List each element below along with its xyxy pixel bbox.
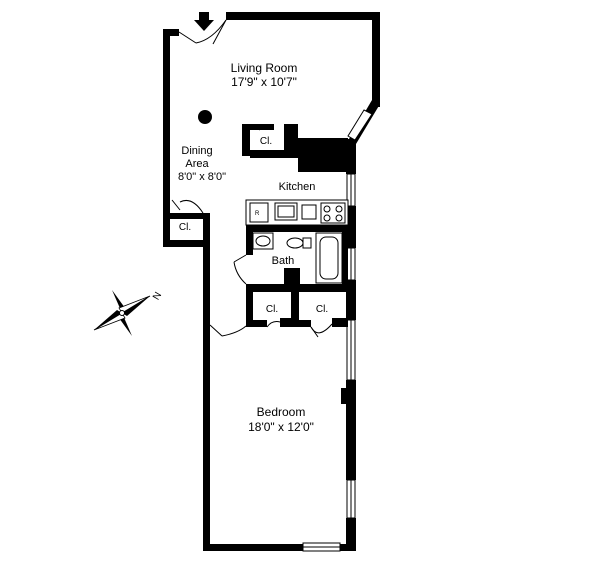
living-room-dims: 17'9" x 10'7" bbox=[231, 75, 297, 89]
doors bbox=[171, 19, 333, 338]
bedroom-name: Bedroom bbox=[257, 405, 306, 419]
bedroom-closet-right-label: Cl. bbox=[316, 304, 328, 315]
windows bbox=[302, 109, 373, 552]
dining-area-dims: 8'0" x 8'0" bbox=[178, 171, 226, 183]
svg-text:R: R bbox=[255, 211, 260, 217]
compass-rose-icon bbox=[93, 290, 151, 336]
dining-area-name-line1: Dining bbox=[181, 145, 212, 157]
bedroom-closet-left-label: Cl. bbox=[266, 304, 278, 315]
entry-arrow-icon bbox=[194, 12, 214, 31]
outer-walls bbox=[163, 12, 380, 551]
kitchen-name: Kitchen bbox=[279, 181, 316, 193]
interior-walls bbox=[170, 124, 348, 327]
living-room-name: Living Room bbox=[231, 61, 298, 75]
dining-area-name-line2: Area bbox=[185, 158, 209, 170]
compass-north-label: N bbox=[151, 290, 164, 302]
light-fixture-icon bbox=[198, 110, 212, 124]
bedroom-dims: 18'0" x 12'0" bbox=[248, 420, 314, 434]
living-closet-label: Cl. bbox=[260, 136, 272, 147]
dining-closet-label: Cl. bbox=[179, 222, 191, 233]
bath-fixtures bbox=[252, 232, 343, 284]
kitchen-counter: R bbox=[245, 199, 349, 226]
bath-name: Bath bbox=[272, 255, 295, 267]
